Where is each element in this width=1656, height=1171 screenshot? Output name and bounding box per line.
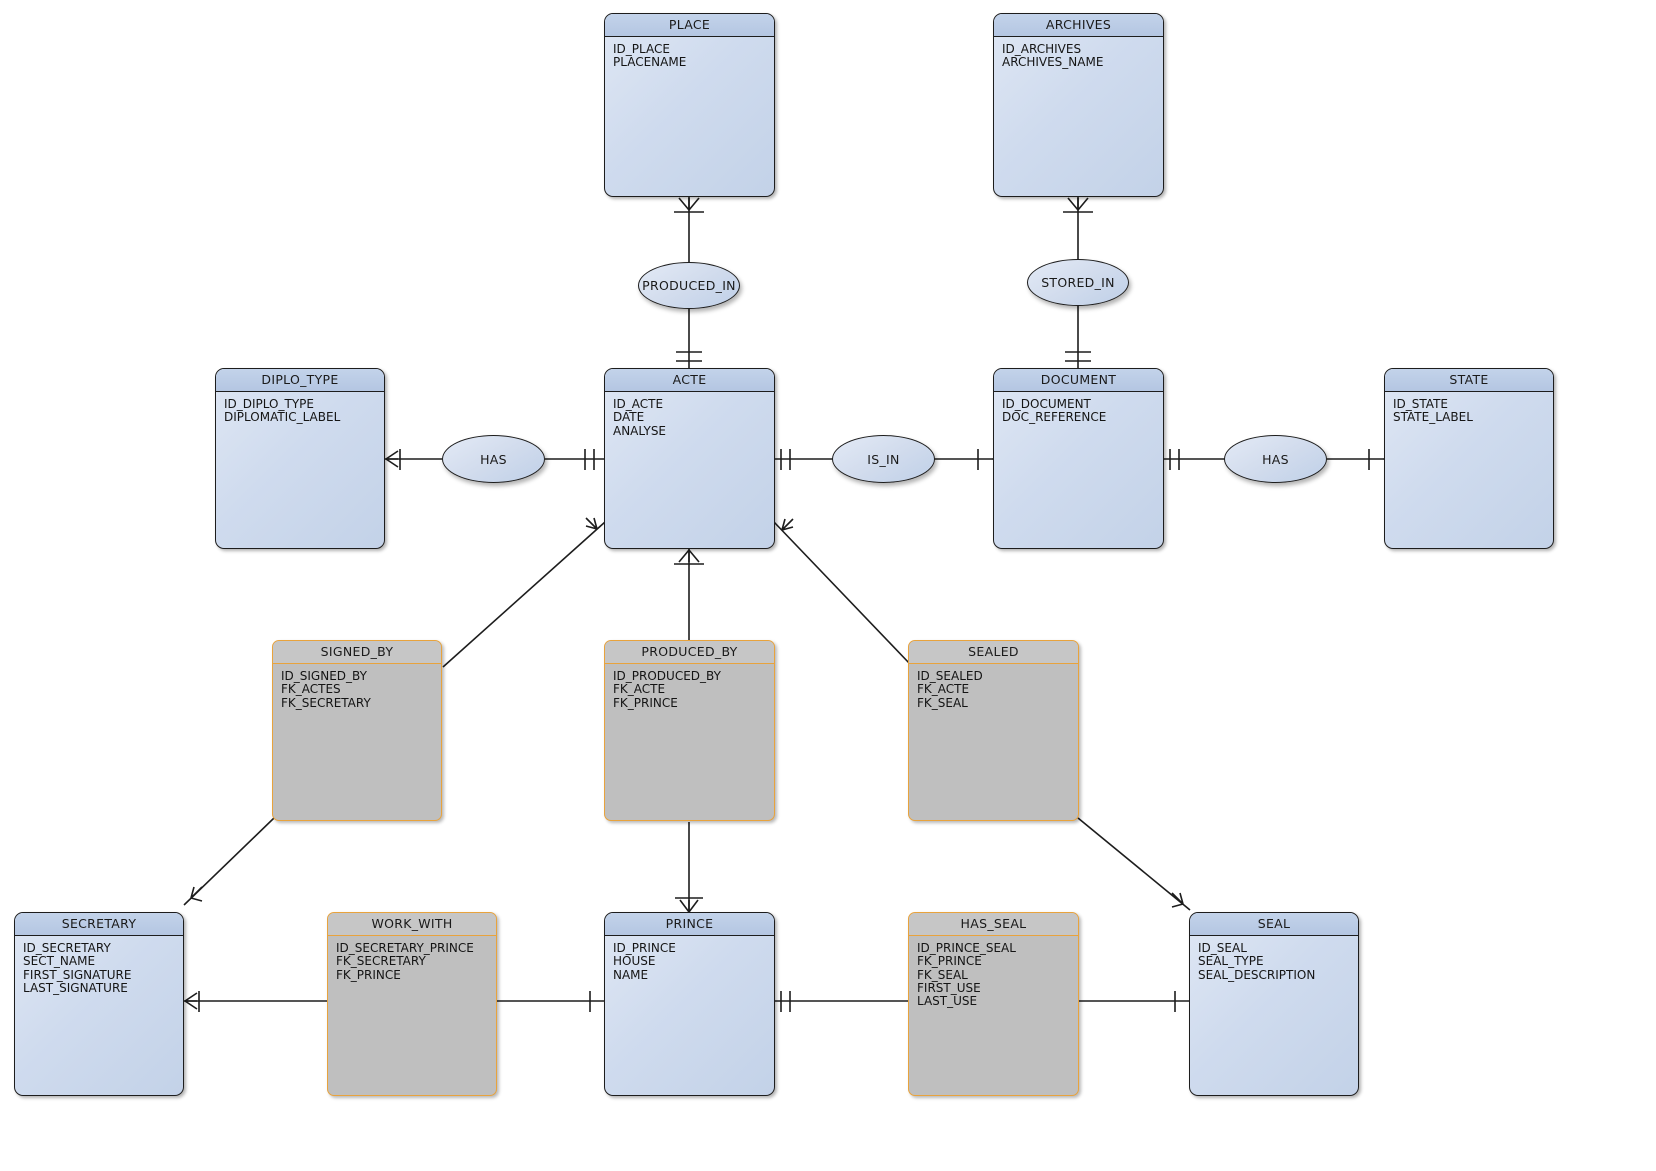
attribute: ID_ARCHIVES [1002, 42, 1082, 56]
attribute: STATE_LABEL [1393, 410, 1473, 425]
assoc-has-seal-title: HAS_SEAL [909, 913, 1078, 936]
attribute: FK_PRINCE [613, 695, 678, 710]
entity-seal-title: SEAL [1190, 913, 1358, 936]
attribute: SECT_NAME [23, 954, 96, 969]
assoc-table-work-with[interactable]: WORK_WITH ID_SECRETARY_PRINCE FK_SECRETA… [327, 912, 497, 1096]
entity-secretary-title: SECRETARY [15, 913, 183, 936]
attribute: ID_STATE [1393, 397, 1448, 411]
relationship-has-diplo-type[interactable]: HAS [442, 435, 545, 483]
relationship-has-state[interactable]: HAS [1224, 435, 1327, 483]
attribute: DOC_REFERENCE [1002, 410, 1107, 425]
entity-place-title: PLACE [605, 14, 774, 37]
entity-seal-attributes: ID_SEAL SEAL_TYPE SEAL_DESCRIPTION [1190, 936, 1358, 982]
attribute: ID_DIPLO_TYPE [224, 397, 314, 411]
attribute: FK_SECRETARY [336, 954, 426, 969]
connector-acte-produced_by [674, 549, 704, 641]
connector-acte-sealed [773, 518, 911, 665]
entity-prince[interactable]: PRINCE ID_PRINCE HOUSE NAME [604, 912, 775, 1096]
relationship-produced-in[interactable]: PRODUCED_IN [638, 262, 740, 309]
attribute: ID_DOCUMENT [1002, 397, 1091, 411]
attribute: ANALYSE [613, 423, 667, 438]
entity-diplo-type-attributes: ID_DIPLO_TYPE DIPLOMATIC_LABEL [216, 392, 384, 425]
attribute: FK_ACTE [613, 682, 666, 697]
attribute: LAST_SIGNATURE [23, 980, 128, 995]
attribute: ARCHIVES_NAME [1002, 55, 1104, 70]
assoc-work-with-attributes: ID_SECRETARY_PRINCE FK_SECRETARY FK_PRIN… [328, 936, 496, 982]
assoc-produced-by-title: PRODUCED_BY [605, 641, 774, 664]
attribute: ID_PRINCE [613, 941, 676, 955]
entity-acte-attributes: ID_ACTE DATE ANALYSE [605, 392, 774, 438]
attribute: ID_SECRETARY_PRINCE [336, 941, 474, 955]
attribute: LAST_USE [917, 994, 978, 1009]
attribute: DATE [613, 410, 645, 425]
attribute: ID_PRINCE_SEAL [917, 941, 1016, 955]
entity-archives-title: ARCHIVES [994, 14, 1163, 37]
attribute: ID_SEALED [917, 669, 983, 683]
assoc-work-with-title: WORK_WITH [328, 913, 496, 936]
entity-diplo-type[interactable]: DIPLO_TYPE ID_DIPLO_TYPE DIPLOMATIC_LABE… [215, 368, 385, 549]
attribute: ID_SIGNED_BY [281, 669, 367, 683]
assoc-sealed-attributes: ID_SEALED FK_ACTE FK_SEAL [909, 664, 1078, 710]
assoc-produced-by-attributes: ID_PRODUCED_BY FK_ACTE FK_PRINCE [605, 664, 774, 710]
entity-document-title: DOCUMENT [994, 369, 1163, 392]
entity-place-attributes: ID_PLACE PLACENAME [605, 37, 774, 70]
entity-diplo-type-title: DIPLO_TYPE [216, 369, 384, 392]
assoc-table-sealed[interactable]: SEALED ID_SEALED FK_ACTE FK_SEAL [908, 640, 1079, 821]
assoc-table-produced-by[interactable]: PRODUCED_BY ID_PRODUCED_BY FK_ACTE FK_PR… [604, 640, 775, 821]
attribute: FK_ACTES [281, 682, 341, 697]
entity-state-attributes: ID_STATE STATE_LABEL [1385, 392, 1553, 425]
attribute: FK_ACTE [917, 682, 970, 697]
connector-produced_by-prince [675, 822, 703, 913]
assoc-has-seal-attributes: ID_PRINCE_SEAL FK_PRINCE FK_SEAL FIRST_U… [909, 936, 1078, 1008]
assoc-sealed-title: SEALED [909, 641, 1078, 664]
relationship-is-in[interactable]: IS_IN [832, 435, 935, 483]
entity-seal[interactable]: SEAL ID_SEAL SEAL_TYPE SEAL_DESCRIPTION [1189, 912, 1359, 1096]
attribute: FK_SEAL [917, 967, 968, 982]
assoc-table-has-seal[interactable]: HAS_SEAL ID_PRINCE_SEAL FK_PRINCE FK_SEA… [908, 912, 1079, 1096]
entity-state-title: STATE [1385, 369, 1553, 392]
assoc-signed-by-title: SIGNED_BY [273, 641, 441, 664]
assoc-signed-by-attributes: ID_SIGNED_BY FK_ACTES FK_SECRETARY [273, 664, 441, 710]
entity-state[interactable]: STATE ID_STATE STATE_LABEL [1384, 368, 1554, 549]
attribute: ID_PRODUCED_BY [613, 669, 721, 683]
entity-prince-title: PRINCE [605, 913, 774, 936]
relationship-stored-in[interactable]: STORED_IN [1027, 259, 1129, 306]
attribute: ID_SEAL [1198, 941, 1247, 955]
attribute: ID_ACTE [613, 397, 664, 411]
attribute: FK_SECRETARY [281, 695, 371, 710]
entity-archives[interactable]: ARCHIVES ID_ARCHIVES ARCHIVES_NAME [993, 13, 1164, 197]
connector-acte-signed_by [442, 517, 606, 668]
entity-secretary[interactable]: SECRETARY ID_SECRETARY SECT_NAME FIRST_S… [14, 912, 184, 1096]
attribute: HOUSE [613, 954, 656, 969]
attribute: FK_PRINCE [336, 967, 401, 982]
entity-document-attributes: ID_DOCUMENT DOC_REFERENCE [994, 392, 1163, 425]
connector-sealed-seal [1077, 817, 1191, 911]
entity-place[interactable]: PLACE ID_PLACE PLACENAME [604, 13, 775, 197]
entity-acte-title: ACTE [605, 369, 774, 392]
entity-document[interactable]: DOCUMENT ID_DOCUMENT DOC_REFERENCE [993, 368, 1164, 549]
attribute: FIRST_USE [917, 980, 981, 995]
attribute: FIRST_SIGNATURE [23, 967, 132, 982]
connector-signed_by-secretary [183, 817, 275, 906]
attribute: PLACENAME [613, 55, 687, 70]
entity-archives-attributes: ID_ARCHIVES ARCHIVES_NAME [994, 37, 1163, 70]
attribute: SEAL_TYPE [1198, 954, 1264, 969]
attribute: FK_SEAL [917, 695, 968, 710]
attribute: FK_PRINCE [917, 954, 982, 969]
attribute: ID_PLACE [613, 42, 670, 56]
attribute: ID_SECRETARY [23, 941, 111, 955]
entity-prince-attributes: ID_PRINCE HOUSE NAME [605, 936, 774, 982]
entity-acte[interactable]: ACTE ID_ACTE DATE ANALYSE [604, 368, 775, 549]
attribute: SEAL_DESCRIPTION [1198, 967, 1316, 982]
entity-secretary-attributes: ID_SECRETARY SECT_NAME FIRST_SIGNATURE L… [15, 936, 183, 995]
attribute: NAME [613, 967, 649, 982]
attribute: DIPLOMATIC_LABEL [224, 410, 341, 425]
assoc-table-signed-by[interactable]: SIGNED_BY ID_SIGNED_BY FK_ACTES FK_SECRE… [272, 640, 442, 821]
